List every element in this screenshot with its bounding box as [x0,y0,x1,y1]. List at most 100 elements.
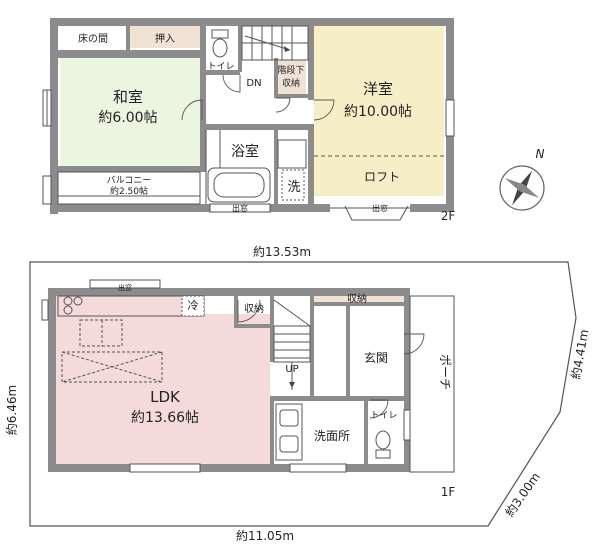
wall-washitsu-top [58,50,206,58]
senmenjo-window [289,463,347,473]
bath-label: 浴室 [231,143,259,160]
top-window-label: 出窓 [118,283,132,292]
ldk-size: 約13.66帖 [131,410,199,426]
compass: N [499,147,545,211]
wall-1f-right [404,288,410,472]
lot-left-dim: 約6.46m [4,385,19,435]
wall-yoshitsu-left-upper [308,26,314,100]
wall-left [50,18,58,214]
porch-label: ポーチ [438,354,452,390]
lot-bottom-dim: 約11.05m [236,528,294,543]
senmenjo-label: 洗面所 [314,429,350,443]
wall-yoshitsu-left-lower [308,124,314,206]
yoshitsu-size: 約10.00帖 [344,104,412,120]
dn-label: DN [246,78,261,89]
toilet-2f-fixture [211,29,229,58]
balcony-name: バルコニー [107,175,152,186]
balcony [57,171,201,205]
toilet-door-2f [222,74,241,93]
stair-storage-label-1: 階段下 [277,64,304,76]
washitsu-fill [60,58,202,166]
stairs-1f [273,299,311,390]
storage-door-2f [275,97,291,113]
bathtub [207,167,271,203]
tokonoma-label: 床の間 [78,32,108,45]
bay-window-left-frame [209,203,271,213]
balcony-window [42,175,52,205]
toilet-1f-fixture [375,430,391,459]
wall-senmenjo-left [270,396,274,464]
wall-top [50,18,454,26]
wall-1f-bottom [48,464,410,472]
bay-window-left-label: 出窓 [232,203,248,213]
stair-storage-fill [276,60,306,94]
balcony-size: 約2.50帖 [110,185,148,197]
wall-1f-top [48,288,410,296]
wall-stairs-right [310,296,314,396]
oshiire-label: 押入 [155,32,175,45]
yoshitsu-fill [314,26,444,196]
storage-b-label: 収納 [347,292,367,305]
wall-bath-top [206,124,308,130]
washitsu-name: 和室 [113,88,143,106]
toilet-2f-label: トイレ [207,62,234,72]
wall-bath-right [274,130,278,206]
toilet-1f-window [403,409,411,441]
wall-bottom-mid [270,204,330,212]
lot-right-dim: 約4.41m [568,328,592,380]
washbasin [275,403,303,461]
oshiire-fill [130,26,200,48]
lot-boundary [29,261,577,527]
yoshitsu-name: 洋室 [363,80,393,98]
kitchen-window [41,299,49,321]
wall-toilet-right [238,26,242,72]
up-label: UP [285,364,298,375]
bay-window-right-label: 出窓 [372,203,388,213]
stairs-2f-arrow [284,46,290,52]
wash-label: 洗 [287,180,300,195]
yoshitsu-window [445,99,455,137]
loft-label: ロフト [364,170,400,184]
ldk-name: LDK [150,388,181,406]
wall-toilet-bottom [206,70,240,75]
wall-stairs-left [270,296,274,362]
yoshitsu-door [313,99,335,121]
toilet-1f-door [369,399,389,419]
stair-storage-label-2: 収納 [282,77,300,89]
wall-storage-a-left [234,296,238,328]
wall-genkan-left [346,306,350,396]
wall-tokonoma-divider [126,26,130,50]
washitsu-door [181,99,203,121]
wash-area [277,139,307,169]
washitsu-size: 約6.00帖 [98,110,157,126]
storage-a-door [237,299,261,323]
floor-1f: 出窓 冷 収納 収納 UP 玄関 ポーチ LDK 約13.66帖 洗面所 トイレ… [41,279,456,499]
storage-b-fill [314,296,404,302]
entrance-door [403,333,425,355]
top-bay-window [89,279,161,289]
bay-window-right-frame [344,205,409,221]
ldk-bottom-window [129,463,201,473]
wall-washitsu-right [200,26,206,168]
toilet-1f-label: トイレ [370,411,397,421]
wall-balcony-top [58,166,206,172]
stairs-2f [241,25,309,61]
wall-bottom-right [410,204,454,212]
floor-1f-label: 1F [441,485,456,499]
wall-toilet-1f-left [364,400,368,464]
washer-space [281,169,305,201]
kitchen-counter-fill [56,296,204,316]
lot-top-dim: 約13.53m [253,244,311,259]
storage-a-label: 収納 [244,302,264,315]
floor-2f: 床の間 押入 和室 約6.00帖 トイレ DN 階段下 収納 洋室 約10.00… [42,18,455,223]
wall-storage-b-bottom [310,302,404,306]
wall-senmenjo-top [270,396,404,401]
compass-north: N [536,147,545,161]
stairs-1f-arrow [289,382,295,388]
genkan-label: 玄関 [364,350,388,365]
wall-1f-left [48,288,56,472]
wall-storage-bottom [274,94,308,98]
wall-storage-left [274,58,278,96]
kitchen [57,295,205,383]
